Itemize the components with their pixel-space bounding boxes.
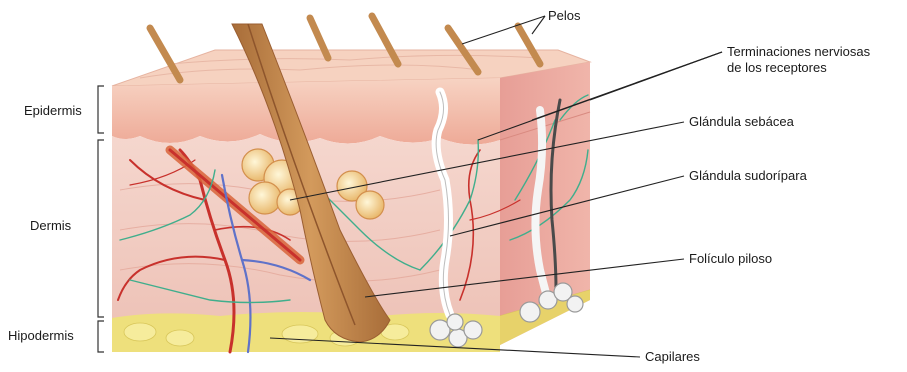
label-foliculo-piloso: Folículo piloso [689,251,772,266]
label-capilares: Capilares [645,349,700,364]
layer-brackets [98,86,104,352]
label-terminaciones-line2: de los receptores [727,60,827,75]
label-glandula-sebacea: Glándula sebácea [689,114,794,129]
label-pelos: Pelos [548,8,581,23]
label-dermis: Dermis [30,218,71,233]
label-hipodermis: Hipodermis [8,328,74,343]
label-terminaciones-line1: Terminaciones nerviosas [727,44,870,59]
label-epidermis: Epidermis [24,103,82,118]
label-glandula-sudoripara: Glándula sudorípara [689,168,807,183]
